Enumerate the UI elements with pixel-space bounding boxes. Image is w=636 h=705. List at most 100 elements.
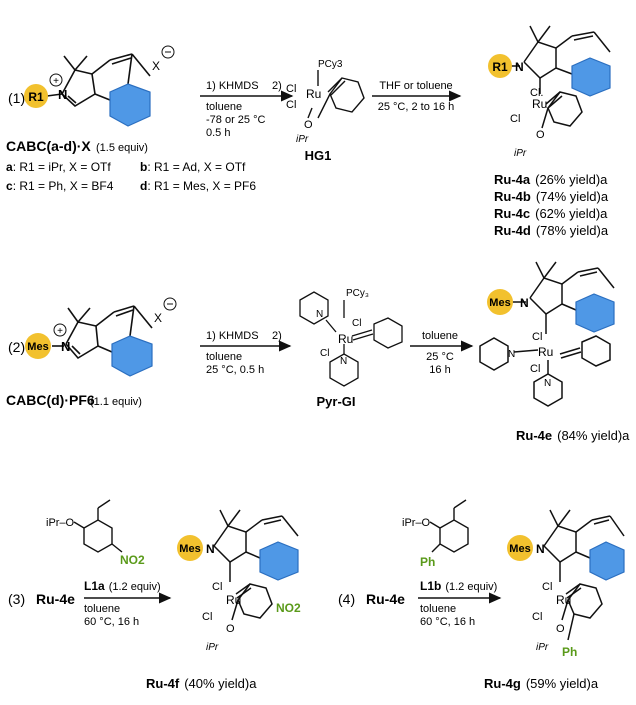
product-1-o: O <box>536 129 545 141</box>
mes-badge-p4 <box>507 535 533 561</box>
product-1-cl-2: Cl <box>510 113 520 125</box>
product-3-cl-2: Cl <box>202 611 212 623</box>
product-2-n-pyr-2: N <box>544 378 551 389</box>
reaction-4-number: (4) <box>338 591 355 607</box>
l1b-ipr-o: iPr–O <box>402 517 431 529</box>
product-2-n-pyr: N <box>508 349 515 360</box>
arene-ring-p1 <box>571 57 611 97</box>
mes-badge-2 <box>25 333 51 359</box>
hg1-label: HG1 <box>305 148 332 163</box>
arrow-1a-step1: 1) KHMDS <box>206 80 259 92</box>
salt-equiv-1: (1.5 equiv) <box>96 142 148 154</box>
l1b-ph: Ph <box>420 555 435 569</box>
l1a-ipr-o: iPr–O <box>46 517 75 529</box>
variant-c: c: R1 = Ph, X = BF4 <box>6 179 114 193</box>
product-ru-4d: Ru-4d(78% yield)a <box>494 223 609 238</box>
pyr-gi-ru: Ru <box>338 332 353 346</box>
hg1-pcy3: PCy3 <box>318 59 343 70</box>
product-ru-4b: Ru-4b(74% yield)a <box>494 189 609 204</box>
product-1-ipr: iPr <box>514 148 527 159</box>
plus-charge <box>49 73 63 87</box>
arrow-1a-cond3: 0.5 h <box>206 127 230 139</box>
ligand-l1a-structure <box>73 499 123 553</box>
product-1-r1-badge <box>488 54 512 78</box>
arrow-2a-step2: 2) <box>272 330 282 342</box>
mes-badge-p3-label: Mes <box>179 543 200 555</box>
product-1-r1-label: R1 <box>492 60 508 74</box>
iminium-n: N <box>58 87 67 102</box>
r1-badge <box>24 84 48 108</box>
pyr-gi-label: Pyr-GI <box>316 394 355 409</box>
arene-ring-p4 <box>589 541 625 581</box>
minus-charge-2 <box>163 297 177 311</box>
hg1-ipr: iPr <box>296 134 309 145</box>
arrow-1a-cond1: toluene <box>206 101 242 113</box>
variant-b: b: R1 = Ad, X = OTf <box>140 160 246 174</box>
arene-ring-p3 <box>259 541 299 581</box>
pyr-gi-n-1: N <box>316 309 323 320</box>
reaction-1-number: (1) <box>8 90 25 106</box>
product-list-1: Ru-4a(26% yield)a Ru-4b(74% yield)a Ru-4… <box>494 172 609 238</box>
arrow-3-cond1: toluene <box>84 603 120 615</box>
product-4-ph: Ph <box>562 645 577 659</box>
product-3-no2: NO2 <box>276 601 301 615</box>
mes-badge-p2 <box>487 289 513 315</box>
pyr-gi-pcy3: PCy₃ <box>346 288 369 299</box>
product-structure-3 <box>213 509 299 621</box>
arrow-1a-step2: 2) <box>272 80 282 92</box>
product-1-n: N <box>515 60 524 74</box>
mes-badge-p2-label: Mes <box>489 297 510 309</box>
salt-name-2: CABC(d)·PF6 <box>6 392 95 408</box>
product-4-cl-2: Cl <box>532 611 542 623</box>
salt-name-1: CABC(a-d)·X <box>6 138 91 154</box>
product-4-ru: Ru <box>556 593 571 607</box>
hg1-o: O <box>304 119 313 131</box>
arrow-2a-cond1: toluene <box>206 351 242 363</box>
variant-d: d: R1 = Mes, X = PF6 <box>140 179 256 193</box>
product-3-o: O <box>226 623 235 635</box>
arrow-2b-below-1: 25 °C <box>426 351 454 363</box>
arrow-1b-above: THF or toluene <box>379 80 452 92</box>
product-3-ru: Ru <box>226 593 241 607</box>
product-structure-2 <box>479 261 615 407</box>
reaction-3-number: (3) <box>8 591 25 607</box>
arrow-4-cond2: 60 °C, 16 h <box>420 616 475 628</box>
product-3-cl-1: Cl <box>212 581 222 593</box>
product-ru-4g: Ru-4g(59% yield)a <box>484 676 599 691</box>
counterion-x-2: X <box>154 311 162 325</box>
pyr-gi-n-2: N <box>340 356 347 367</box>
product-ru-4c: Ru-4c(62% yield)a <box>494 206 608 221</box>
product-4-ipr: iPr <box>536 642 549 653</box>
product-3-ipr: iPr <box>206 642 219 653</box>
iminium-n-2: N <box>61 339 70 354</box>
product-ru-4e: Ru-4e(84% yield)a <box>516 428 630 443</box>
reaction-2-number: (2) <box>8 339 25 355</box>
product-ru-4a: Ru-4a(26% yield)a <box>494 172 608 187</box>
mes-badge-p4-label: Mes <box>509 543 530 555</box>
reaction-3-start: Ru-4e <box>36 591 75 607</box>
plus-charge-2 <box>53 323 67 337</box>
l1a-label: L1a(1.2 equiv) <box>84 579 161 593</box>
l1b-label: L1b(1.2 equiv) <box>420 579 497 593</box>
salt-equiv-2: (1.1 equiv) <box>90 396 142 408</box>
pyr-gi-cl-1: Cl <box>352 318 361 329</box>
arene-ring-p2 <box>575 293 615 333</box>
arrow-4-cond1: toluene <box>420 603 456 615</box>
arrow-1b-below: 25 °C, 2 to 16 h <box>378 101 455 113</box>
cabc-salt-structure-1 <box>46 53 151 107</box>
product-structure-1 <box>510 25 611 129</box>
ligand-l1b-structure <box>429 499 469 553</box>
l1a-no2: NO2 <box>120 553 145 567</box>
hg1-cl-1: Cl <box>286 83 296 95</box>
r1-badge-label: R1 <box>28 90 44 104</box>
product-4-o: O <box>556 623 565 635</box>
arrow-2a-cond2: 25 °C, 0.5 h <box>206 364 264 376</box>
cabc-salt-structure-2 <box>52 305 153 360</box>
product-4-cl-1: Cl <box>542 581 552 593</box>
arrow-2b-below-2: 16 h <box>429 364 450 376</box>
arrow-2b-above: toluene <box>422 330 458 342</box>
product-2-n: N <box>520 296 529 310</box>
arrow-3-cond2: 60 °C, 16 h <box>84 616 139 628</box>
plus-sign-2: + <box>57 326 63 337</box>
